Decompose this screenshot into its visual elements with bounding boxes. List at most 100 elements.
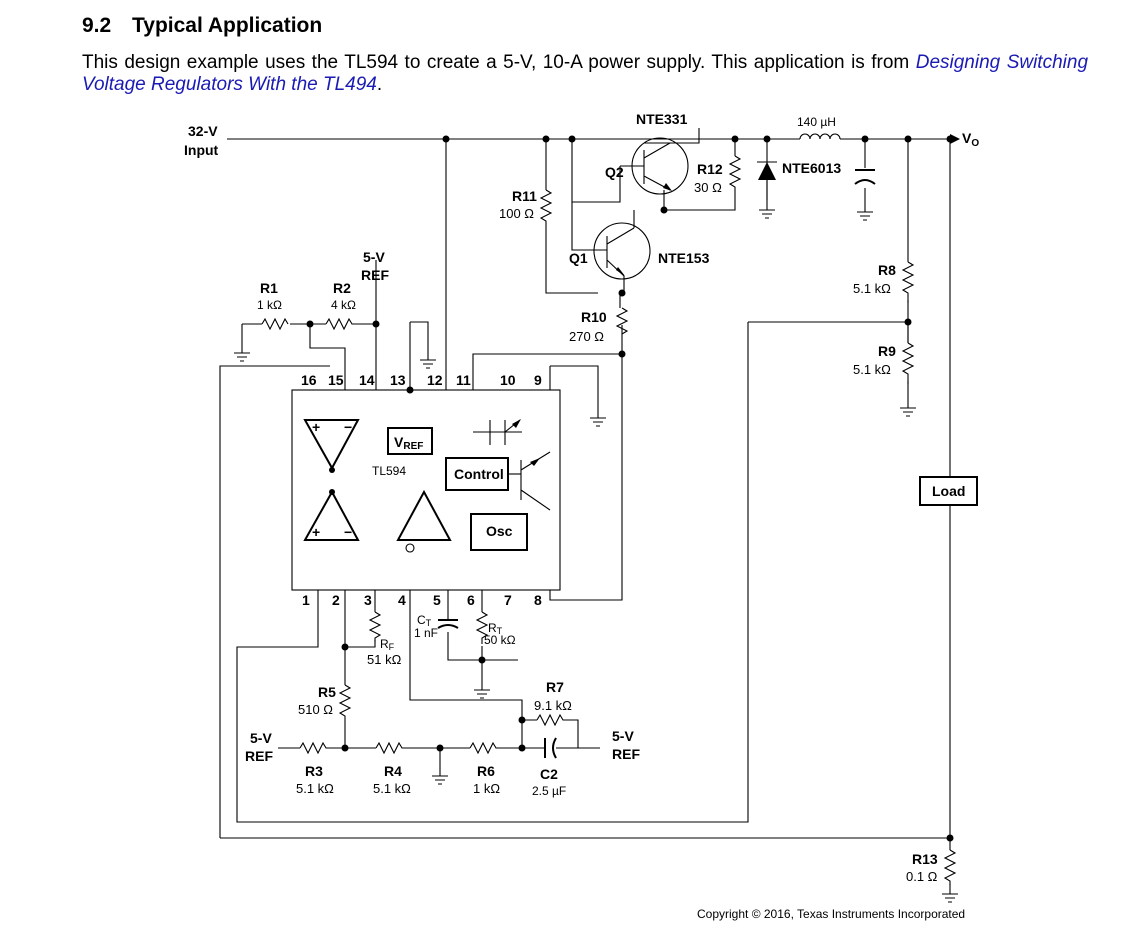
svg-text:3: 3 [364, 592, 372, 608]
svg-text:13: 13 [390, 372, 406, 388]
resistor-r8 [901, 261, 915, 303]
svg-text:4: 4 [398, 592, 406, 608]
rt-name: RT [488, 621, 503, 636]
svg-text:12: 12 [427, 372, 443, 388]
resistor-r2 [325, 317, 356, 331]
copyright: Copyright © 2016, Texas Instruments Inco… [697, 907, 965, 921]
r3-name: R3 [305, 763, 323, 779]
inductor-label: 140 µH [797, 115, 836, 129]
resistor-r13 [943, 849, 957, 885]
nte6013-label: NTE6013 [782, 160, 841, 176]
input-label-input: Input [184, 142, 219, 158]
q1-label: Q1 [569, 250, 588, 266]
r13-value: 0.1 Ω [906, 869, 938, 884]
ct-value: 1 nF [414, 626, 438, 640]
ref-5v-left-1: 5-V [250, 730, 272, 746]
intro-end: . [376, 74, 383, 95]
capacitor-ct [437, 612, 459, 629]
pin-numbers-bottom: 1 2 3 4 5 6 7 8 [302, 592, 542, 608]
nte331-label: NTE331 [636, 111, 688, 127]
r5-value: 510 Ω [298, 702, 333, 717]
r11-name: R11 [512, 188, 537, 204]
resistor-rt [475, 611, 489, 644]
resistor-rf [368, 611, 382, 642]
r9-value: 5.1 kΩ [853, 362, 891, 377]
rt-value: 50 kΩ [484, 633, 516, 647]
svg-text:7: 7 [504, 592, 512, 608]
rf-value: 51 kΩ [367, 652, 402, 667]
r4-value: 5.1 kΩ [373, 781, 411, 796]
r5-name: R5 [318, 684, 336, 700]
svg-text:−: − [344, 419, 352, 435]
load-label: Load [932, 483, 965, 499]
error-amp-1 [303, 419, 360, 471]
r11-value: 100 Ω [499, 206, 534, 221]
r6-value: 1 kΩ [473, 781, 500, 796]
section-heading: 9.2 Typical Application [82, 14, 322, 38]
resistor-r7 [536, 713, 568, 727]
error-amp-2 [303, 489, 360, 541]
resistor-r6 [469, 741, 500, 755]
osc-label: Osc [486, 523, 513, 539]
nte153-label: NTE153 [658, 250, 710, 266]
pwm-comparator [396, 489, 452, 541]
load-block [919, 476, 978, 506]
resistor-r9 [901, 342, 915, 384]
resistor-r4 [375, 741, 406, 755]
r9-name: R9 [878, 343, 896, 359]
input-label-32v: 32-V [188, 123, 218, 139]
resistor-r10 [615, 307, 629, 335]
r2-name: R2 [333, 280, 351, 296]
r1-value: 1 kΩ [257, 298, 282, 312]
intro-paragraph: This design example uses the TL594 to cr… [82, 52, 1088, 96]
svg-text:+: + [312, 524, 320, 540]
svg-text:11: 11 [456, 372, 471, 388]
r12-name: R12 [697, 161, 723, 177]
diode-nte6013 [757, 161, 777, 200]
svg-text:2: 2 [332, 592, 340, 608]
ct-name: CT [417, 613, 432, 628]
resistor-r12 [728, 155, 742, 196]
pin-numbers-top: 16 15 14 13 12 11 10 9 [301, 372, 542, 388]
r7-value: 9.1 kΩ [534, 698, 572, 713]
vo-label: VO [962, 130, 979, 149]
c2-value: 2.5 µF [532, 784, 566, 798]
output-capacitor [854, 169, 876, 185]
svg-text:+: + [312, 419, 320, 435]
svg-text:1: 1 [302, 592, 310, 608]
ref-5v-top-1: 5-V [363, 249, 385, 265]
r1-name: R1 [260, 280, 278, 296]
resistor-r1 [261, 317, 289, 331]
r8-name: R8 [878, 262, 896, 278]
r8-value: 5.1 kΩ [853, 281, 891, 296]
svg-text:9: 9 [534, 372, 542, 388]
ref-5v-top-2: REF [361, 267, 389, 283]
section-title: Typical Application [132, 14, 323, 37]
q2-label: Q2 [605, 164, 624, 180]
osc-block [470, 513, 528, 551]
svg-text:6: 6 [467, 592, 475, 608]
svg-text:10: 10 [500, 372, 516, 388]
r3-value: 5.1 kΩ [296, 781, 334, 796]
r10-name: R10 [581, 309, 607, 325]
resistor-r3 [299, 741, 330, 755]
rf-name: RF [380, 637, 395, 652]
c2-name: C2 [540, 766, 558, 782]
design-guide-link[interactable]: Designing Switching Voltage Regulators W… [82, 52, 1089, 95]
svg-text:14: 14 [359, 372, 375, 388]
transistor-q1 [571, 202, 651, 293]
section-number: 9.2 [82, 14, 112, 37]
svg-text:16: 16 [301, 372, 317, 388]
chip-label: TL594 [372, 464, 406, 478]
r7-name: R7 [546, 679, 564, 695]
output-transistors [473, 419, 551, 511]
ref-5v-left-2: REF [245, 748, 273, 764]
r2-value: 4 kΩ [331, 298, 356, 312]
control-block [445, 457, 509, 491]
resistor-r5 [338, 684, 352, 720]
vref-label: VREF [394, 434, 423, 452]
control-label: Control [454, 466, 504, 482]
svg-text:−: − [344, 524, 352, 540]
r6-name: R6 [477, 763, 495, 779]
